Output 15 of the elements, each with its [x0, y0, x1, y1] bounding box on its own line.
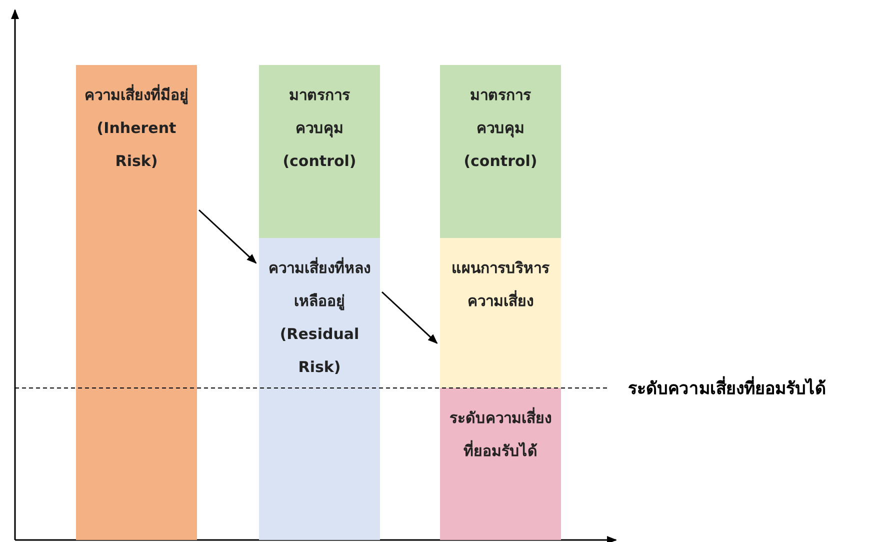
risk-block	[440, 388, 561, 540]
control-block	[440, 65, 561, 238]
risk-block	[259, 238, 380, 540]
risk-block	[76, 65, 197, 540]
arrow	[198, 209, 257, 264]
block-text: มาตรการควบคุม (control)	[282, 85, 358, 172]
threshold-label: ระดับความเสี่ยงที่ยอมรับได้	[628, 374, 826, 401]
block-text: มาตรการควบคุม (control)	[462, 85, 538, 172]
block-text: ระดับความเสี่ยงที่ยอมรับได้	[448, 406, 552, 462]
control-block	[259, 65, 380, 238]
block-text: แผนการบริหารความเสี่ยง	[450, 258, 550, 312]
block-text: ความเสี่ยงที่หลงเหลืออยู่ (Residual Risk)	[268, 256, 372, 378]
plan-block	[440, 238, 561, 388]
arrow	[381, 291, 438, 344]
block-text: ความเสี่ยงที่มีอยู่ (Inherent Risk)	[84, 83, 189, 172]
